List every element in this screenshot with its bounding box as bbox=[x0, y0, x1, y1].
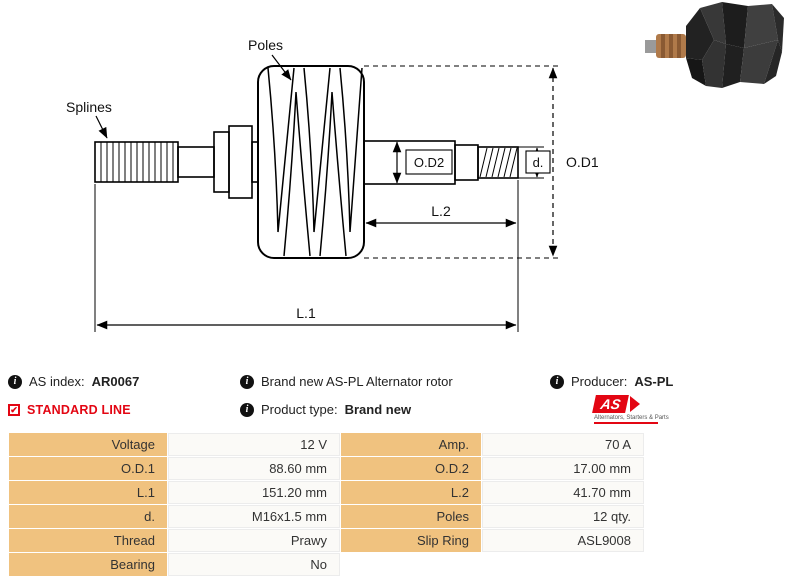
shaft-step-2 bbox=[454, 144, 479, 181]
info-icon: i bbox=[240, 374, 254, 389]
dim-od1: O.D1 bbox=[364, 65, 599, 259]
od2-label: O.D2 bbox=[414, 155, 444, 170]
spec-value-cell: Prawy bbox=[168, 529, 340, 552]
spec-value-cell: ASL9008 bbox=[482, 529, 644, 552]
rotor-diagram-svg: Poles Splines bbox=[66, 2, 784, 332]
shaft-neck bbox=[177, 146, 215, 178]
spec-value-cell: 17.00 mm bbox=[482, 457, 644, 480]
aspl-logo: AS Alternators, Starters & Parts bbox=[592, 395, 669, 424]
spec-label-cell: Bearing bbox=[9, 553, 167, 576]
logo-item: AS Alternators, Starters & Parts bbox=[550, 395, 778, 424]
info-icon: i bbox=[240, 402, 254, 417]
aspl-logo-mark: AS bbox=[592, 395, 630, 413]
l2-label: L.2 bbox=[431, 203, 451, 219]
dim-d: d. bbox=[518, 146, 551, 179]
od1-label: O.D1 bbox=[566, 154, 599, 170]
spec-value-cell: 12 V bbox=[168, 433, 340, 456]
description-item: i Brand new AS-PL Alternator rotor bbox=[240, 374, 550, 389]
aspl-logo-triangle-icon bbox=[630, 396, 641, 412]
table-row: d. M16x1.5 mm Poles 12 qty. bbox=[9, 505, 644, 528]
description-text: Brand new AS-PL Alternator rotor bbox=[261, 374, 453, 389]
product-type-item: i Product type: Brand new bbox=[240, 402, 550, 417]
spec-label-cell: Amp. bbox=[341, 433, 481, 456]
spec-label-cell: d. bbox=[9, 505, 167, 528]
table-row: Thread Prawy Slip Ring ASL9008 bbox=[9, 529, 644, 552]
aspl-logo-caption: Alternators, Starters & Parts bbox=[594, 415, 669, 421]
poles-callout: Poles bbox=[248, 37, 292, 81]
spec-label-cell: L.1 bbox=[9, 481, 167, 504]
product-type-value: Brand new bbox=[344, 402, 412, 417]
producer-label: Producer: bbox=[571, 374, 628, 389]
dim-od2: O.D2 bbox=[392, 141, 453, 184]
product-info: i AS index: AR0067 i Brand new AS-PL Alt… bbox=[0, 364, 786, 428]
table-row: L.1 151.20 mm L.2 41.70 mm bbox=[9, 481, 644, 504]
l1-label: L.1 bbox=[296, 305, 316, 321]
info-icon: i bbox=[550, 374, 564, 389]
spec-value-cell: M16x1.5 mm bbox=[168, 505, 340, 528]
standard-line-label: STANDARD LINE bbox=[27, 402, 131, 417]
splines-callout: Splines bbox=[66, 99, 112, 139]
spec-value-cell: 88.60 mm bbox=[168, 457, 340, 480]
spec-label-cell: Poles bbox=[341, 505, 481, 528]
product-photo bbox=[645, 2, 784, 88]
splines-label: Splines bbox=[66, 99, 112, 115]
spec-label-cell: O.D.2 bbox=[341, 457, 481, 480]
spec-value-cell: No bbox=[168, 553, 340, 576]
as-index-item: i AS index: AR0067 bbox=[8, 374, 240, 389]
spec-label-cell: Thread bbox=[9, 529, 167, 552]
poles-label: Poles bbox=[248, 37, 283, 53]
d-label: d. bbox=[533, 155, 544, 170]
spec-label-cell: O.D.1 bbox=[9, 457, 167, 480]
spec-label-cell: L.2 bbox=[341, 481, 481, 504]
producer-item: i Producer: AS-PL bbox=[550, 374, 778, 389]
technical-diagram: Poles Splines bbox=[66, 2, 784, 332]
table-row: Voltage 12 V Amp. 70 A bbox=[9, 433, 644, 456]
spec-value-cell: 151.20 mm bbox=[168, 481, 340, 504]
dim-l1: L.1 bbox=[94, 184, 517, 332]
spec-label-cell bbox=[341, 553, 481, 576]
as-index-value: AR0067 bbox=[91, 374, 140, 389]
spline-teeth bbox=[100, 142, 174, 182]
dim-l2: L.2 bbox=[363, 180, 519, 332]
info-icon: i bbox=[8, 374, 22, 389]
as-index-label: AS index: bbox=[29, 374, 85, 389]
product-type-label: Product type: bbox=[261, 402, 338, 417]
spec-value-cell: 12 qty. bbox=[482, 505, 644, 528]
claw-pole-pattern bbox=[267, 67, 363, 257]
spec-value-cell: 70 A bbox=[482, 433, 644, 456]
spec-label-cell: Slip Ring bbox=[341, 529, 481, 552]
spec-value-cell bbox=[482, 553, 644, 576]
checkbox-icon: ✔ bbox=[8, 403, 20, 416]
threaded-end bbox=[477, 146, 519, 179]
rotor-outline bbox=[94, 65, 519, 259]
aspl-logo-bar bbox=[594, 422, 658, 424]
spec-value-cell: 41.70 mm bbox=[482, 481, 644, 504]
table-row: Bearing No bbox=[9, 553, 644, 576]
standard-line-item: ✔ STANDARD LINE bbox=[8, 403, 240, 417]
spec-table: Voltage 12 V Amp. 70 A O.D.1 88.60 mm O.… bbox=[8, 432, 645, 577]
table-row: O.D.1 88.60 mm O.D.2 17.00 mm bbox=[9, 457, 644, 480]
bearing-collar-2 bbox=[228, 125, 253, 199]
spec-label-cell: Voltage bbox=[9, 433, 167, 456]
bearing-collar-1 bbox=[213, 131, 230, 193]
producer-value: AS-PL bbox=[634, 374, 674, 389]
thread-hatch bbox=[479, 147, 518, 178]
